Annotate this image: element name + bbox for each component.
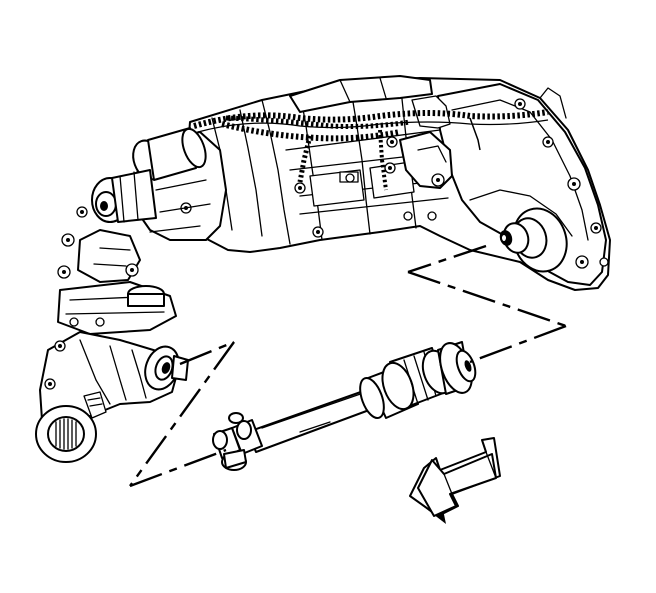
front-arrow-icon bbox=[409, 437, 501, 524]
front-differential bbox=[35, 331, 189, 463]
universal-joint bbox=[212, 412, 263, 471]
transmission-assembly bbox=[184, 75, 611, 291]
wiring-harness bbox=[193, 109, 549, 191]
engine-block-area bbox=[57, 127, 227, 335]
axle-splines bbox=[55, 418, 77, 450]
front-propeller-shaft bbox=[212, 341, 477, 471]
callout-lines bbox=[129, 244, 567, 488]
